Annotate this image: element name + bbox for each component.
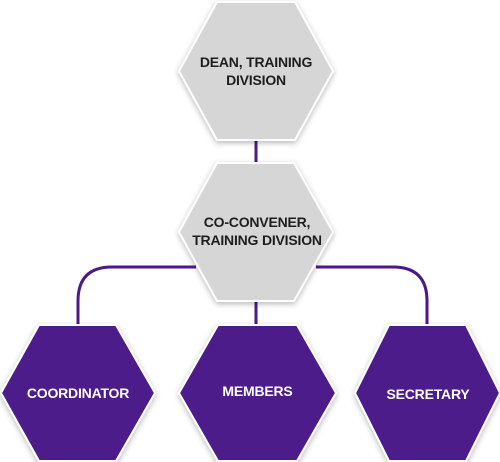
members-label: MEMBERS xyxy=(222,383,293,399)
connector-coconvener-secretary xyxy=(316,265,429,330)
connector-coconvener-coordinator xyxy=(76,265,196,327)
coordinator-label: COORDINATOR xyxy=(26,385,130,401)
dean-hexagon xyxy=(177,0,335,141)
secretary-label: SECRETARY xyxy=(386,386,470,402)
secretary-hexagon xyxy=(353,324,500,462)
dean-label: DEAN, TRAINING DIVISION xyxy=(199,54,313,88)
members-hexagon xyxy=(177,324,338,462)
connectors xyxy=(76,138,429,330)
coordinator-hexagon xyxy=(0,324,157,462)
co-convener-label: CO-CONVENER, TRAINING DIVISION xyxy=(192,214,322,248)
co-convener-hexagon xyxy=(177,162,335,302)
